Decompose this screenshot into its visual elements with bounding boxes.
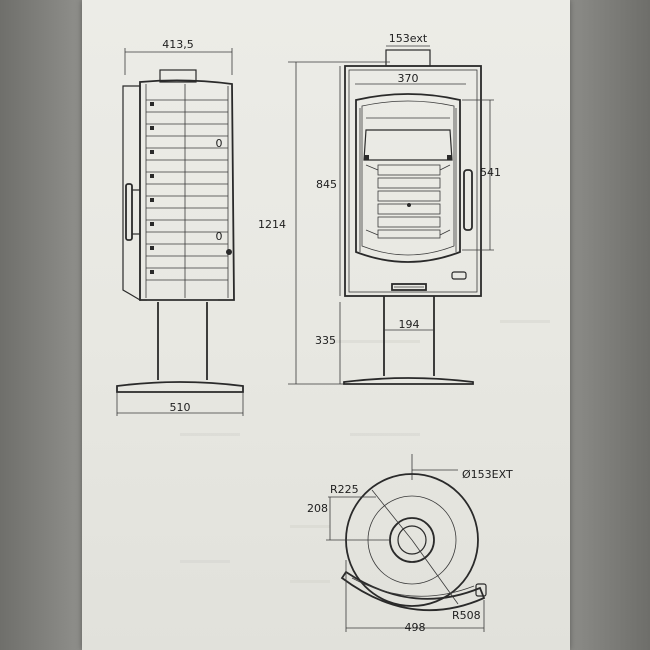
dim-flue-top: 153ext: [389, 32, 428, 45]
front-badge: [451, 271, 467, 280]
dim-side-width: 413,5: [162, 38, 194, 51]
plan-view: Ø153EXT R225 208 R508 498: [307, 454, 513, 634]
paper-sheet: [82, 0, 570, 650]
plan-flue-inner: [397, 525, 427, 555]
dim-radius-large: R508: [452, 609, 481, 622]
side-view: 413,5: [116, 38, 244, 416]
side-base-plate: [116, 381, 244, 393]
dim-pedestal-height: 335: [315, 334, 336, 347]
dim-plan-width: 498: [405, 621, 426, 634]
dim-flue-plan: Ø153EXT: [462, 468, 513, 481]
dim-inner-width: 370: [398, 72, 419, 85]
faint-background-text: [180, 320, 550, 583]
plan-handle: [475, 583, 487, 597]
dim-pedestal-width: 194: [399, 318, 420, 331]
front-window-frame: [355, 93, 461, 263]
side-flue-collar: [159, 69, 197, 83]
side-marker-2: 0: [216, 230, 223, 243]
side-slats: [146, 99, 228, 281]
dim-base-width-side: 510: [170, 401, 191, 414]
side-door-handle: [125, 183, 133, 241]
dim-offset-208: 208: [307, 502, 328, 515]
side-body: [139, 79, 235, 301]
side-marker-1: 0: [216, 137, 223, 150]
front-door-handle: [463, 169, 473, 231]
front-body: [344, 65, 482, 297]
dim-total-height: 1214: [258, 218, 286, 231]
dim-radius-small: R225: [330, 483, 359, 496]
dim-body-height: 845: [316, 178, 337, 191]
dim-door-height: 541: [480, 166, 501, 179]
front-base: [343, 377, 474, 385]
front-flue-collar: [385, 49, 431, 67]
plan-front-body: [340, 570, 486, 612]
front-air-vent: [391, 283, 427, 291]
front-view: 153ext 1214 845 335 370: [258, 32, 501, 385]
front-firebox: [359, 108, 457, 252]
